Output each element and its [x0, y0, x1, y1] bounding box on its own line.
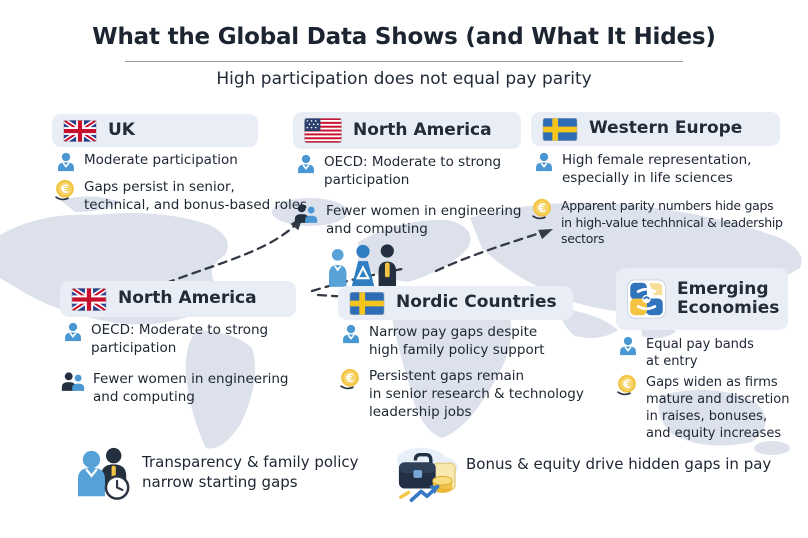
euro-coin-icon — [616, 374, 638, 396]
briefcase-growth-icon — [392, 444, 460, 504]
sweden-flag-icon — [542, 118, 578, 141]
euro-coin-icon — [54, 179, 76, 201]
card-label: North America — [118, 288, 257, 309]
people-icon — [294, 203, 318, 224]
bullet-text: OECD: Moderate to strong participation — [324, 154, 502, 188]
bullet-text: Fewer women in engineering and computing — [93, 371, 289, 405]
bullet-text: Gaps widen as firms mature and discretio… — [646, 375, 790, 442]
title-divider — [125, 61, 683, 62]
bullet-uk-participation: Moderate participation — [56, 152, 269, 172]
card-header-emerging: Emerging Economies — [616, 268, 788, 330]
bullet-text: Apparent parity numbers hide gaps in hig… — [561, 198, 783, 246]
bullet-text: Moderate participation — [84, 152, 238, 168]
bullet-text: High female representation, especially i… — [562, 152, 752, 186]
bullet-na-top-participation: OECD: Moderate to strong participation — [296, 154, 529, 190]
person-icon — [56, 152, 76, 172]
exchange-icon — [627, 278, 666, 320]
bullet-text: Narrow pay gaps despite high family poli… — [369, 324, 545, 358]
us-flag-icon — [304, 118, 342, 143]
person-icon — [534, 152, 554, 172]
bullet-nordic-gaps: Persistent gaps remain in senior researc… — [339, 368, 609, 421]
bullet-text: Equal pay bands at entry — [646, 337, 754, 370]
bullet-na-left-women: Fewer women in engineering and computing — [61, 371, 308, 407]
workforce-trio-icon — [328, 242, 398, 291]
bullet-text: OECD: Moderate to strong participation — [91, 322, 269, 356]
bullet-na-top-women: Fewer women in engineering and computing — [294, 203, 541, 239]
footnote-bonus: Bonus & equity drive hidden gaps in pay — [466, 455, 772, 473]
person-icon — [618, 336, 638, 356]
bullet-uk-gaps: Gaps persist in senior, technical, and b… — [54, 179, 326, 215]
card-label: Nordic Countries — [396, 292, 557, 313]
bullet-text: Gaps persist in senior, technical, and b… — [84, 179, 308, 213]
bullet-we-parity: Apparent parity numbers hide gaps in hig… — [531, 198, 808, 248]
card-label: Emerging Economies — [677, 278, 780, 318]
person-icon — [63, 322, 83, 342]
page-subtitle: High participation does not equal pay pa… — [216, 69, 592, 89]
card-header-nordic: Nordic Countries — [338, 286, 573, 320]
bullet-text: Fewer women in engineering and computing — [326, 203, 522, 237]
card-label: UK — [108, 119, 135, 140]
bullet-emerging-gaps: Gaps widen as firms mature and discretio… — [616, 374, 806, 443]
person-icon — [296, 154, 316, 174]
workforce-clock-icon — [74, 446, 136, 502]
card-header-uk: UK — [52, 114, 258, 147]
card-header-north-america-left: North America — [60, 281, 296, 317]
card-header-north-america-top: North America — [293, 112, 521, 149]
bullet-emerging-bands: Equal pay bands at entry — [618, 336, 796, 370]
uk-flag-icon — [71, 288, 107, 311]
people-icon — [61, 371, 85, 392]
arrow-left-to-top — [164, 220, 300, 285]
bullet-nordic-pay: Narrow pay gaps despite high family poli… — [341, 324, 584, 360]
card-label: North America — [353, 119, 492, 140]
bullet-na-left-participation: OECD: Moderate to strong participation — [63, 322, 296, 358]
sweden-flag-icon — [349, 292, 385, 315]
person-icon — [341, 324, 361, 344]
bullet-we-representation: High female representation, especially i… — [534, 152, 797, 188]
card-label: Western Europe — [589, 118, 743, 139]
bullet-text: Persistent gaps remain in senior researc… — [369, 368, 584, 420]
uk-flag-icon — [63, 120, 97, 142]
footnote-transparency: Transparency & family policy narrow star… — [142, 453, 359, 492]
page-title: What the Global Data Shows (and What It … — [92, 24, 716, 50]
euro-coin-icon — [339, 368, 361, 390]
arrow-trio-to-west — [434, 229, 548, 273]
card-header-western-europe: Western Europe — [531, 112, 780, 146]
euro-coin-icon — [531, 198, 553, 220]
